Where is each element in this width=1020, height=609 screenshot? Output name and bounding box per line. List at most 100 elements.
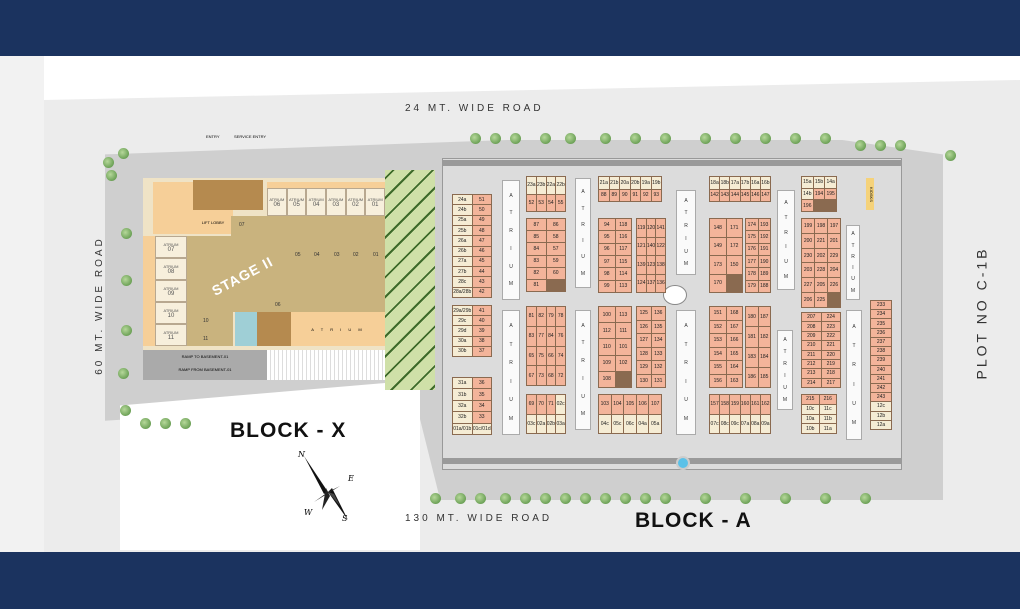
unit-105: 105 (624, 395, 636, 414)
unit-168: 168 (726, 307, 742, 320)
atrium-letter: M (783, 274, 789, 281)
atrium-letter: I (582, 238, 584, 245)
tree-icon (120, 405, 131, 416)
top-banner (0, 0, 1020, 56)
unit-220: 220 (821, 350, 840, 359)
unit-17b: 17b (740, 177, 750, 189)
unit-52: 52 (527, 194, 536, 211)
unit-190: 190 (758, 255, 770, 268)
unit-47: 47 (472, 236, 491, 246)
atrium-number: 06 (273, 201, 281, 208)
unit-170: 170 (710, 274, 726, 292)
unit-100: 100 (599, 307, 615, 323)
unit-201: 201 (828, 233, 840, 248)
unit-241: 241 (871, 374, 891, 383)
unit-53: 53 (536, 194, 546, 211)
unit-06: 06 (275, 302, 281, 308)
unit-19b: 19b (651, 177, 661, 189)
unit-10a: 10a (802, 414, 819, 424)
unit-191: 191 (758, 243, 770, 255)
tree-icon (565, 133, 576, 144)
unit-109: 109 (599, 355, 615, 371)
unit-58: 58 (546, 231, 565, 243)
tree-icon (580, 493, 591, 504)
unit-04: 04 (314, 252, 320, 258)
unit-123: 123 (646, 256, 656, 274)
unit-102: 102 (615, 355, 631, 371)
atrium-letter: I (784, 373, 786, 379)
unit-48: 48 (472, 225, 491, 236)
unit-84: 84 (527, 243, 546, 255)
unit-54: 54 (546, 194, 556, 211)
unit-101: 101 (615, 339, 631, 355)
bottom-banner (0, 552, 1020, 609)
north-corridor (442, 160, 902, 166)
atrium-letter: M (508, 415, 514, 422)
atrium-number: 09 (167, 290, 175, 297)
atrium-letter: T (851, 242, 855, 249)
unit-185: 185 (758, 367, 770, 387)
atrium-number: 10 (167, 312, 175, 319)
stair-core (257, 312, 291, 346)
unit-16a: 16a (750, 177, 760, 189)
unit-98: 98 (599, 268, 615, 280)
unit-226: 226 (828, 278, 840, 293)
atrium-number: 11 (167, 334, 175, 341)
tree-icon (600, 133, 611, 144)
unit-176: 176 (746, 243, 758, 255)
unit-163: 163 (726, 374, 742, 387)
unit-40: 40 (472, 316, 491, 326)
unit-243: 243 (871, 393, 891, 402)
unit-239: 239 (871, 356, 891, 365)
unit-122: 122 (656, 237, 665, 255)
unit-219: 219 (821, 359, 840, 369)
unit-03a: 03a (556, 414, 565, 433)
unit-99: 99 (599, 280, 615, 292)
unit-184: 184 (758, 347, 770, 367)
atrium-label: ATRIUM (163, 307, 179, 313)
unit-27b: 27b (453, 267, 472, 277)
atrium-letter: U (581, 393, 585, 400)
unit-79: 79 (546, 307, 556, 326)
tree-icon (945, 150, 956, 161)
tree-icon (860, 493, 871, 504)
unit-02a: 02a (536, 414, 546, 433)
unit-15b: 15b (813, 177, 825, 188)
unit-230: 230 (802, 248, 814, 263)
unit-34: 34 (472, 400, 491, 412)
unit-32b: 32b (453, 412, 472, 423)
unit-75: 75 (536, 346, 546, 366)
tree-icon (740, 493, 751, 504)
atrium-letter: I (685, 378, 687, 385)
unit-198: 198 (815, 219, 827, 233)
unit-71: 71 (546, 395, 556, 414)
tree-icon (455, 493, 466, 504)
unit-222: 222 (821, 331, 840, 341)
unit-197: 197 (828, 219, 840, 233)
tree-icon (470, 133, 481, 144)
unit-72: 72 (556, 366, 565, 385)
atrium-letter: I (582, 375, 584, 382)
unit-18a: 18a (710, 177, 720, 189)
unit-214: 214 (802, 378, 821, 387)
unit-165: 165 (726, 347, 742, 360)
west-road-label: 60 MT. WIDE ROAD (93, 236, 105, 375)
tree-icon (700, 493, 711, 504)
unit-25b: 25b (453, 225, 472, 236)
unit-146: 146 (750, 189, 760, 201)
